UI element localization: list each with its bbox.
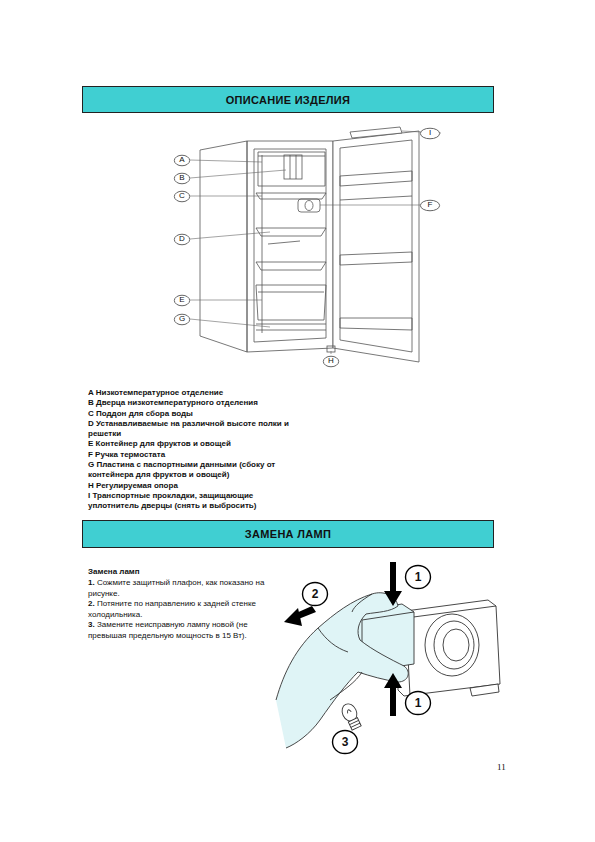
callout-letter: 2 xyxy=(312,587,319,601)
band-title: ОПИСАНИЕ ИЗДЕЛИЯ xyxy=(226,94,351,106)
callout-circle: 1 xyxy=(405,691,431,715)
parts-list-item: E Контейнер для фруктов и овощей xyxy=(88,439,293,449)
section-band: ЗАМЕНА ЛАМП xyxy=(82,520,494,548)
callout-letter: E xyxy=(179,296,184,304)
callout-circle: C xyxy=(174,191,190,202)
callout-circle: 2 xyxy=(302,582,328,606)
callout-letter: 1 xyxy=(415,570,422,584)
parts-list-item: F Ручка термостата xyxy=(88,450,293,460)
instruction-step: 3. Замените неисправную лампу новой (не … xyxy=(88,620,268,641)
section-band: ОПИСАНИЕ ИЗДЕЛИЯ xyxy=(82,86,494,113)
callout-circle: B xyxy=(174,173,190,184)
instructions-heading: Замена ламп xyxy=(88,566,268,578)
parts-list-item: H Регулируемая опора xyxy=(88,481,293,491)
callout-circle: F xyxy=(420,200,440,211)
parts-list-item: B Дверца низкотемпературного отделения xyxy=(88,398,293,408)
callout-letter: 1 xyxy=(415,696,422,710)
callout-letter: D xyxy=(179,235,185,243)
callout-circle: E xyxy=(174,295,190,306)
parts-list-item: A Низкотемпературное отделение xyxy=(88,388,293,398)
callout-circle: 3 xyxy=(332,730,358,754)
callout-circle: H xyxy=(323,356,339,367)
callout-letter: F xyxy=(428,201,433,209)
callout-circle: I xyxy=(420,128,440,139)
band-title: ЗАМЕНА ЛАМП xyxy=(245,528,331,540)
step-text: Замените неисправную лампу новой (не пре… xyxy=(88,620,248,640)
page-number-text: 11 xyxy=(497,762,506,772)
step-number: 3. xyxy=(88,620,95,629)
parts-list-item: D Устанавливаемые на различной высоте по… xyxy=(88,419,293,440)
parts-list: A Низкотемпературное отделениеB Дверца н… xyxy=(88,388,293,512)
callout-letter: B xyxy=(179,174,184,182)
instruction-step: 2. Потяните по направлению к задней стен… xyxy=(88,599,268,620)
callout-letter: A xyxy=(179,156,184,164)
callout-circle: G xyxy=(174,314,190,325)
parts-list-item: C Поддон для сбора воды xyxy=(88,409,293,419)
parts-list-item: G Пластина с паспортными данными (сбоку … xyxy=(88,460,293,481)
lamp-instructions: Замена ламп1. Сожмите защитный плафон, к… xyxy=(88,566,268,641)
callout-letter: I xyxy=(429,129,431,137)
step-text: Сожмите защитный плафон, как показано на… xyxy=(88,578,264,598)
callout-letter: C xyxy=(179,192,185,200)
step-number: 1. xyxy=(88,578,95,587)
callout-letter: 3 xyxy=(342,735,349,749)
callout-circle: 1 xyxy=(405,565,431,589)
callout-circle: A xyxy=(174,155,190,166)
parts-list-item: I Транспортные прокладки, защищающие упл… xyxy=(88,491,293,512)
callout-letter: H xyxy=(328,357,334,365)
callout-letter: G xyxy=(179,315,185,323)
instruction-step: 1. Сожмите защитный плафон, как показано… xyxy=(88,578,268,599)
step-number: 2. xyxy=(88,599,95,608)
step-text: Потяните по направлению к задней стенке … xyxy=(88,599,256,619)
page-number: 11 xyxy=(497,762,506,772)
callout-circle: D xyxy=(174,234,190,245)
